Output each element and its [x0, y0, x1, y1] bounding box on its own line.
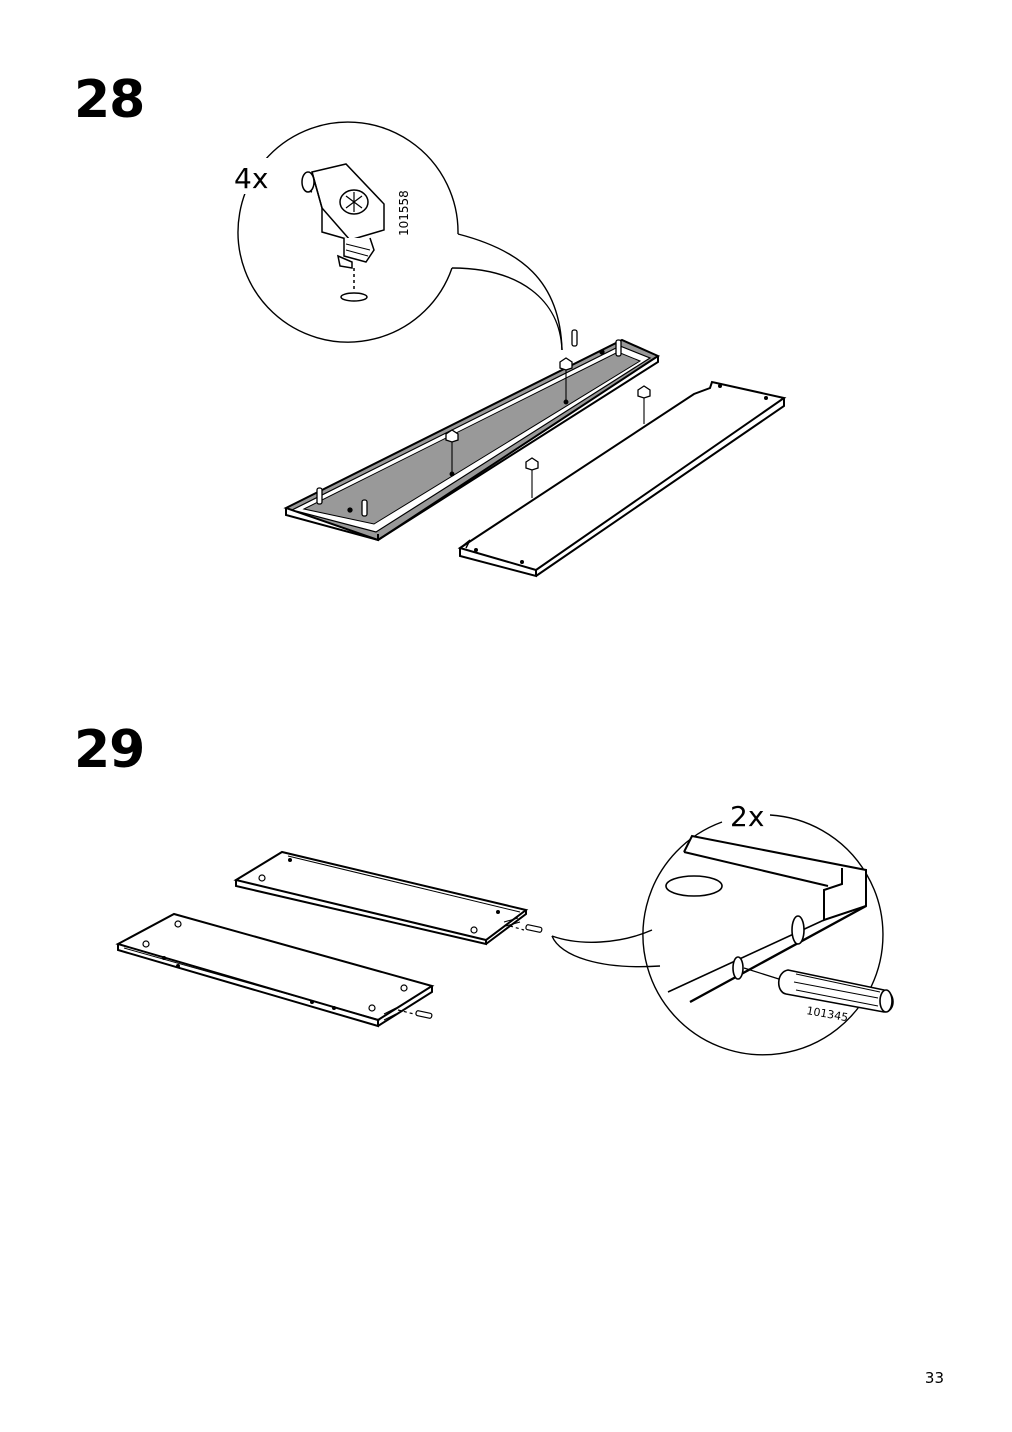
step-29-illustration: 2x 101345: [115, 800, 894, 1056]
step-28-number: 28: [74, 70, 145, 130]
dowel-back-29: [509, 924, 543, 933]
shelf-panel-right: [457, 380, 787, 578]
callout-leader-29: [551, 935, 661, 968]
cam-lock-fitting-icon: [301, 163, 385, 302]
shelf-panel-left: [283, 338, 661, 542]
step-28-illustration: 4x 101558: [226, 121, 787, 578]
dowel-front-29: [397, 1009, 433, 1019]
wooden-dowel-icon: [743, 967, 894, 1013]
part-number-29: 101345: [805, 1004, 849, 1024]
step-29-number: 29: [74, 720, 145, 780]
panel-edge-detail: [665, 834, 867, 1004]
quantity-label-28: 4x: [234, 162, 268, 195]
part-number-28: 101558: [397, 190, 411, 236]
detail-callout-28: [226, 121, 563, 351]
page-number: 33: [924, 1369, 944, 1387]
panel-back-29: [233, 850, 529, 946]
panel-front-29: [115, 912, 435, 1028]
fitting-pins-left-panel: [316, 329, 622, 517]
cam-locks-right-panel: [525, 385, 651, 498]
callout-leader-29b: [551, 929, 653, 943]
quantity-label-29: 2x: [730, 800, 764, 833]
